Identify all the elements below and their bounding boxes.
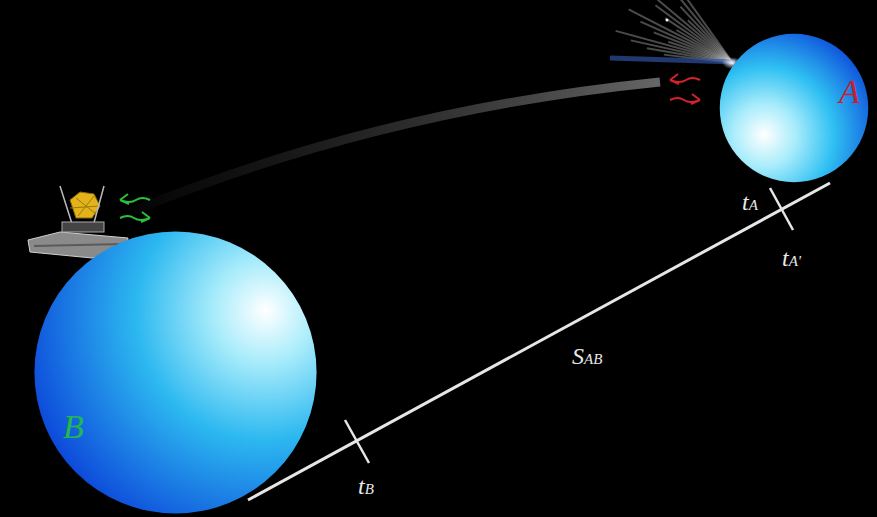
light-beam: [130, 82, 660, 212]
comet-ray: [629, 9, 733, 63]
signal-arrows: [670, 74, 700, 104]
sphere-label: A: [839, 75, 860, 109]
distance-label: SAB: [572, 344, 602, 368]
distance-label: tA: [742, 190, 758, 214]
comet-ray: [675, 0, 733, 63]
comet-ray: [671, 0, 733, 63]
planet-sphere: A: [719, 33, 869, 183]
distance-label: tB: [358, 474, 374, 498]
planet-sphere: B: [33, 230, 318, 515]
distance-label: tA': [782, 246, 801, 270]
comet-ray: [648, 0, 733, 63]
comet: [610, 0, 742, 69]
signal-arrows: [120, 194, 150, 222]
sphere-shape: [33, 230, 318, 515]
sphere-label: B: [63, 410, 84, 444]
distance-line: [248, 183, 830, 500]
